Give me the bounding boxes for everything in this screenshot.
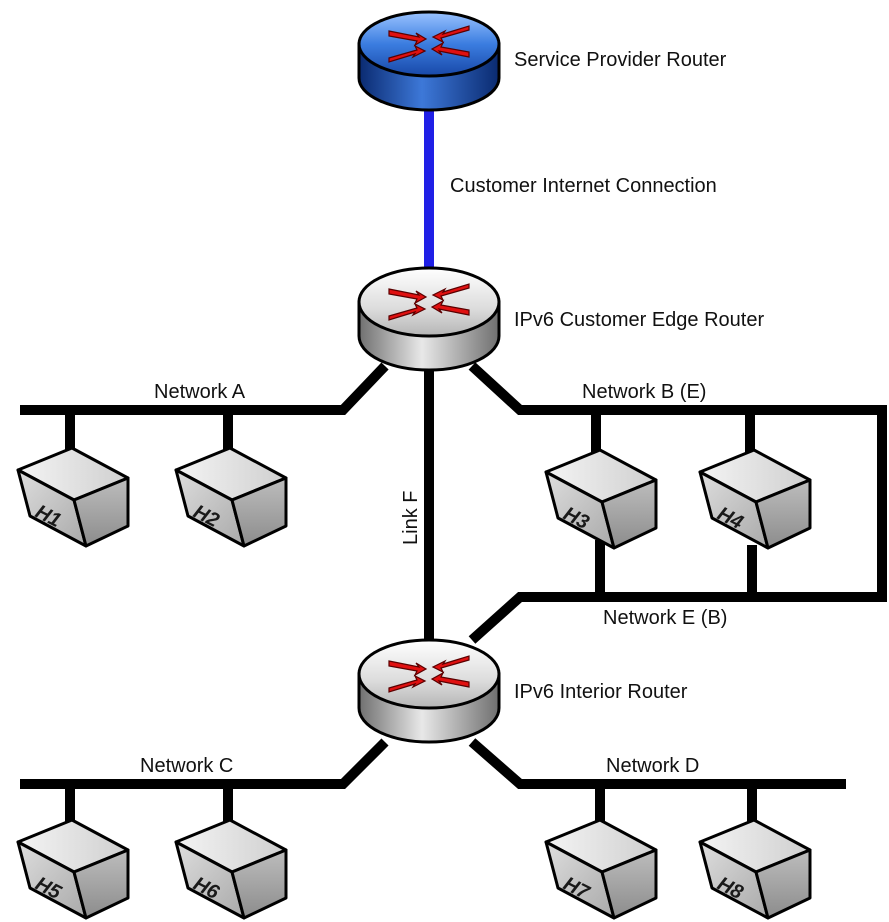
host-h8: H8 bbox=[698, 818, 812, 920]
host-h1: H1 bbox=[16, 446, 130, 548]
network-c-label: Network C bbox=[140, 755, 233, 777]
network-a-label: Network A bbox=[154, 381, 246, 403]
network-b-wire bbox=[468, 362, 887, 644]
network-d-wire bbox=[468, 738, 846, 789]
link-f-label: Link F bbox=[400, 491, 422, 545]
host-h2: H2 bbox=[174, 446, 288, 548]
network-a-wire bbox=[20, 362, 389, 415]
host-h5: H5 bbox=[16, 818, 130, 920]
network-e-label: Network E (B) bbox=[603, 607, 727, 629]
ipv6-customer-edge-router-label: IPv6 Customer Edge Router bbox=[514, 309, 764, 331]
host-h4: H4 bbox=[698, 448, 812, 550]
network-c-wire bbox=[20, 738, 389, 789]
host-h7: H7 bbox=[544, 818, 658, 920]
customer-internet-connection-label: Customer Internet Connection bbox=[450, 175, 717, 197]
network-d-label: Network D bbox=[606, 755, 699, 777]
service-provider-router bbox=[357, 10, 501, 112]
ipv6-customer-edge-router bbox=[357, 266, 501, 372]
ipv6-interior-router bbox=[357, 638, 501, 744]
host-h6: H6 bbox=[174, 818, 288, 920]
ipv6-interior-router-label: IPv6 Interior Router bbox=[514, 681, 688, 703]
host-h3: H3 bbox=[544, 448, 658, 550]
service-provider-router-label: Service Provider Router bbox=[514, 49, 727, 71]
network-b-label: Network B (E) bbox=[582, 381, 706, 403]
